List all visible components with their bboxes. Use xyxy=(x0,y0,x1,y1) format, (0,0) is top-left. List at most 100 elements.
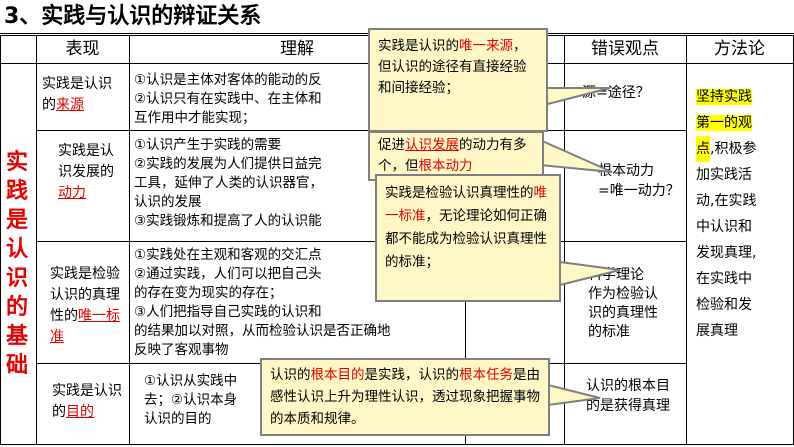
row1-label-key: 来源 xyxy=(56,97,84,113)
methodology-line: 第一的观 xyxy=(696,110,788,136)
row4-line: ①认识从实践中 xyxy=(144,373,238,389)
row3-error-line: 作为检验认 xyxy=(588,286,658,302)
methodology-line: 坚持实践 xyxy=(696,84,788,110)
row3-line: ②通过实践，人们可以把自己头 xyxy=(134,266,322,282)
row2-error-line: =唯一动力？ xyxy=(598,183,680,199)
row4-error-line: 的是获得真理 xyxy=(586,398,670,414)
side-char: 实 xyxy=(5,150,28,175)
row2-line: ②实践的发展为人们提供日益完 xyxy=(134,156,322,172)
row2-line: ①认识产生于实践的需要 xyxy=(134,137,282,153)
row3-error-line: 识的真理性 xyxy=(588,305,658,321)
table-border-left xyxy=(0,35,1,445)
side-char: 是 xyxy=(5,208,28,233)
row4-line: 去；②认识本身 xyxy=(144,392,238,408)
row3-understanding: ①实践处在主观和客观的交汇点 ②通过实践，人们可以把自己头 的存在变为现实的存在… xyxy=(134,246,464,360)
callout2-key2: 根本动力 xyxy=(418,158,473,174)
methodology-highlight: 坚持实践 xyxy=(696,89,752,105)
row2-error: 根本动力 =唯一动力？ xyxy=(598,161,684,201)
row3-error-line: 的标准 xyxy=(588,324,630,340)
callout-fundamental-motive: 促进认识发展的动力有多个，但根本动力 xyxy=(368,131,544,181)
row1-line: ①认识是主体对客体的能动的反 xyxy=(134,72,322,88)
table-border-bottom xyxy=(0,444,794,445)
callout3-key: 唯一标准 xyxy=(385,185,547,224)
side-char: 的 xyxy=(5,295,28,320)
row3-line: ③人们把指导自己实践的认识和 xyxy=(134,304,322,320)
methodology-rest: ,积极参 xyxy=(710,141,757,157)
row4-label: 实践是认识的目的 xyxy=(52,381,124,423)
methodology-line: 检验和发 xyxy=(696,297,752,313)
methodology-line: 发现真理, xyxy=(696,245,757,261)
methodology-highlight: 点 xyxy=(696,136,710,162)
col-divider-1 xyxy=(129,35,130,445)
methodology-line: 加实践活 xyxy=(696,167,752,183)
row3-line: 的结果加以对照，从而检验认识是否正确地 xyxy=(134,323,391,339)
col-divider-3 xyxy=(564,35,565,445)
row1-line: 互作用中才能实现； xyxy=(134,110,256,126)
row3-label-key: 唯一标准 xyxy=(50,308,120,345)
row1-line: ②认识只有在实践中、在主体和 xyxy=(134,91,322,107)
row2-understanding: ①认识产生于实践的需要 ②实践的发展为人们提供日益完 工具，延伸了人类的认识器官… xyxy=(134,136,464,231)
callout2-key1: 认识发展 xyxy=(405,137,459,153)
methodology-line: 展真理 xyxy=(696,323,738,339)
row2-error-line: 根本动力 xyxy=(598,163,654,179)
row4-error-line: 认识的根本目 xyxy=(586,378,670,394)
row-divider-1 xyxy=(36,130,686,131)
callout2-pre: 促进 xyxy=(378,137,405,153)
header-performance: 表现 xyxy=(65,39,100,59)
side-char: 础 xyxy=(5,353,28,378)
row1-label: 实践是认识的来源 xyxy=(42,74,124,116)
callout-only-source: 实践是认识的唯一来源，但认识的途径有直接经验和间接经验； xyxy=(368,28,548,132)
methodology-line: 中认识和 xyxy=(696,219,752,235)
callout4-pre: 认识的 xyxy=(270,367,311,383)
side-char: 认 xyxy=(5,237,28,262)
methodology-line: 在实践中 xyxy=(696,271,752,287)
callout4-mid: 是实践，认识的 xyxy=(364,367,460,383)
page-title: 3、实践与认识的辩证关系 xyxy=(4,4,262,29)
side-char: 践 xyxy=(5,179,28,204)
col-divider-0 xyxy=(36,35,37,445)
row-divider-2 xyxy=(36,241,686,242)
callout-fundamental-purpose: 认识的根本目的是实践，认识的根本任务是由感性认识上升为理性认识，透过现象把握事物… xyxy=(260,358,550,436)
row2-label-key: 动力 xyxy=(58,185,86,201)
row4-label-key: 目的 xyxy=(66,404,94,420)
callout2-mid: 的动力有多个，但 xyxy=(378,137,527,174)
row2-line: 认识的发展 xyxy=(134,194,202,210)
methodology-highlight: 第一的观 xyxy=(696,115,752,131)
callout1-tail xyxy=(538,87,611,106)
row2-label: 实践是认识发展的动力 xyxy=(58,141,122,204)
row3-line: ①实践处在主观和客观的交汇点 xyxy=(134,247,322,263)
row1-understanding: ①认识是主体对客体的能动的反 ②认识只有在实践中、在主体和 互作用中才能实现； xyxy=(134,71,464,128)
row3-label: 实践是检验认识的真理性的唯一标准 xyxy=(50,264,124,348)
callout1-pre: 实践是认识的 xyxy=(378,38,459,54)
row4-error: 认识的根本目 的是获得真理 xyxy=(586,376,684,416)
row1-label-text: 实践是认识的 xyxy=(42,76,112,113)
row4-label-text: 实践是认识的 xyxy=(52,383,122,420)
row3-line: 反映了客观事物 xyxy=(134,342,229,358)
callout-only-standard: 实践是检验认识真理性的唯一标准，无论理论如何正确都不能成为检验认识真理性的标准； xyxy=(375,174,561,302)
callout2-tail xyxy=(539,138,613,173)
row4-line: 认识的目的 xyxy=(144,411,212,427)
methodology-line: 点,积极参 xyxy=(696,136,788,162)
callout3-pre: 实践是检验认识真理性的 xyxy=(385,185,534,201)
row3-line: 的存在变为现实的存在； xyxy=(134,285,283,301)
callout1-key: 唯一来源 xyxy=(459,38,513,54)
callout4-key1: 根本目的 xyxy=(310,367,365,383)
row2-line: 工具，延伸了人类的认识器官， xyxy=(134,175,323,191)
row3-error: 科学理论 作为检验认 识的真理性 的标准 xyxy=(588,266,682,342)
callout4-tail xyxy=(547,383,601,407)
methodology-text: 坚持实践 第一的观 点,积极参 加实践活 动,在实践 中认识和 发现真理, 在实… xyxy=(696,84,788,344)
row4-understanding: ①认识从实践中 去；②认识本身 认识的目的 xyxy=(144,372,464,429)
callout4-key2: 根本任务 xyxy=(459,367,513,383)
side-label-practice-basis: 实 践 是 认 识 的 基 础 xyxy=(4,148,30,380)
callout4-post: 是由感性认识上升为理性认识，透过现象把握事物的本质和规律。 xyxy=(270,367,540,427)
header-understanding: 理解 xyxy=(280,39,314,59)
side-char: 识 xyxy=(5,266,28,291)
callout3-tail xyxy=(559,260,621,287)
side-char: 基 xyxy=(5,324,28,349)
methodology-line: 动,在实践 xyxy=(696,193,757,209)
col-divider-4 xyxy=(686,35,687,445)
row2-line: ③实践锻炼和提高了人的认识能 xyxy=(134,213,322,229)
row3-label-text: 实践是检验认识的真理性的 xyxy=(50,266,120,324)
callout1-post: ，但认识的途径有直接经验和间接经验； xyxy=(378,38,527,96)
header-methodology: 方法论 xyxy=(714,39,765,59)
